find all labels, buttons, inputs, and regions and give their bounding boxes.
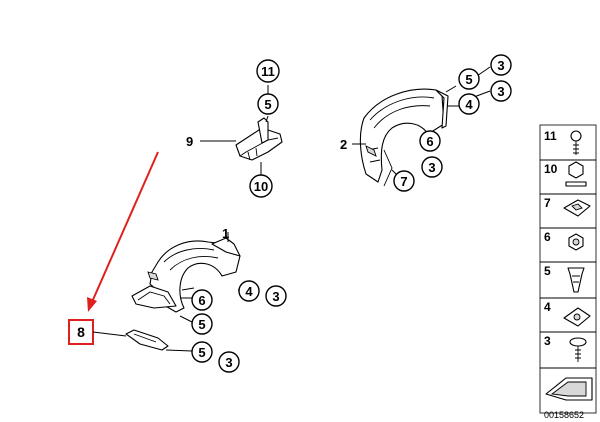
legend-item-3: 3 (544, 334, 587, 362)
callout-front-right-screw-label: 3 (272, 289, 279, 304)
callout-rear-lower-screw[interactable]: 3 (421, 156, 443, 178)
legend-item-11: 11 (544, 129, 582, 155)
callout-front-right-nut-label: 4 (245, 284, 253, 299)
callout-rear-lower-nut-label: 6 (426, 134, 433, 149)
callout-front-liner-label: 1 (222, 226, 229, 241)
callout-rear-lower-screw-label: 3 (428, 160, 435, 175)
highlight-arrow (87, 151, 159, 312)
legend-item-6: 6 (544, 230, 584, 251)
cover-plate-part[interactable] (125, 329, 169, 351)
legend-label-7: 7 (544, 196, 551, 210)
bracket-part[interactable] (235, 117, 283, 161)
callout-front-mid-nut-label: 6 (198, 293, 205, 308)
callout-bracket-label: 9 (186, 134, 193, 149)
rear-liner-assembly: 2 5 3 4 3 6 3 (340, 54, 512, 192)
front-liner-assembly: 1 4 3 6 5 5 3 (125, 226, 287, 373)
legend-label-6: 6 (544, 230, 551, 244)
callout-bracket-screw[interactable]: 11 (256, 59, 280, 83)
callout-bracket-nut-label: 10 (254, 179, 268, 194)
callout-front-right-nut[interactable]: 4 (238, 280, 260, 302)
callout-rear-liner-label: 2 (340, 137, 347, 152)
callout-bracket-clip-label: 5 (264, 97, 271, 112)
callout-rear-mid-screw[interactable]: 3 (490, 80, 512, 102)
highlighted-part-callout[interactable]: 8 (68, 319, 94, 345)
callout-rear-clip-label: 7 (400, 174, 407, 189)
legend-arrow (545, 377, 593, 401)
callout-front-mid-clip[interactable]: 5 (191, 313, 213, 335)
legend-item-7: 7 (544, 196, 591, 217)
callout-rear-top-clip[interactable]: 5 (458, 68, 480, 90)
legend-label-3: 3 (544, 334, 551, 348)
callout-rear-top-screw[interactable]: 3 (490, 54, 512, 76)
callout-bracket-screw-label: 11 (261, 64, 275, 79)
callout-rear-mid-nut-label: 4 (465, 97, 473, 112)
fastener-legend: 11 10 7 6 5 4 (539, 124, 597, 414)
legend-item-10: 10 (544, 161, 587, 187)
legend-label-11: 11 (544, 129, 557, 143)
legend-label-5: 5 (544, 264, 551, 278)
callout-front-mid-clip-label: 5 (198, 317, 205, 332)
callout-rear-top-screw-label: 3 (497, 58, 504, 73)
callout-front-bottom-clip-label: 5 (198, 345, 205, 360)
legend-item-4: 4 (544, 300, 591, 327)
callout-rear-top-clip-label: 5 (465, 72, 472, 87)
callout-rear-mid-screw-label: 3 (497, 84, 504, 99)
callout-front-bottom-screw-label: 3 (225, 355, 232, 370)
bracket-assembly: 9 11 5 10 (186, 59, 283, 198)
callout-front-mid-nut[interactable]: 6 (191, 289, 213, 311)
callout-rear-mid-nut[interactable]: 4 (458, 93, 480, 115)
callout-bracket-clip[interactable]: 5 (257, 93, 279, 115)
callout-rear-clip[interactable]: 7 (393, 170, 415, 192)
legend-label-10: 10 (544, 162, 558, 176)
callout-front-bottom-clip[interactable]: 5 (191, 341, 213, 363)
rear-wheel-liner[interactable] (359, 88, 449, 187)
callout-front-bottom-screw[interactable]: 3 (218, 351, 240, 373)
highlighted-part-label: 8 (77, 324, 85, 340)
callout-front-right-screw[interactable]: 3 (265, 285, 287, 307)
front-wheel-liner[interactable] (131, 237, 241, 313)
callout-bracket-nut[interactable]: 10 (249, 174, 273, 198)
callout-rear-lower-nut[interactable]: 6 (419, 130, 441, 152)
legend-label-4: 4 (544, 300, 551, 314)
reference-number: 00158652 (544, 410, 584, 420)
legend-item-5: 5 (544, 264, 585, 293)
